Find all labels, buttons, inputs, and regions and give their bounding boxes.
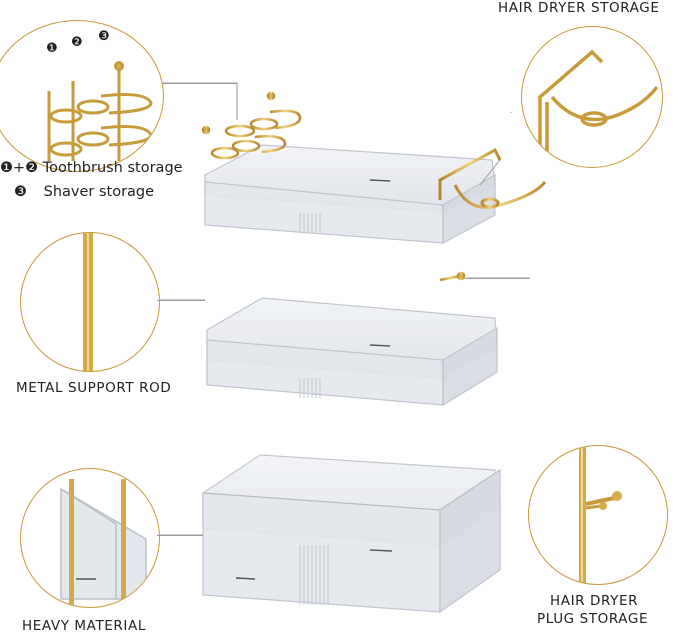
plug-inset-circle: [528, 445, 668, 585]
shaver-prefix: ❸: [14, 184, 27, 200]
inset-marker-3: ❸: [98, 29, 110, 44]
support-rod-inset-circle: [20, 232, 160, 372]
hair-dryer-inset-circle: [521, 26, 663, 168]
toothbrush-holder: [201, 91, 302, 160]
top-tray: [204, 144, 496, 245]
hair-dryer-holder: [438, 147, 547, 209]
shaver-text: Shaver storage: [43, 184, 155, 200]
leader-material: [157, 535, 203, 536]
toothbrush-text: Toothbrush storage: [42, 160, 183, 176]
material-inset-circle: [20, 468, 160, 608]
toothbrush-storage-label: ❶+❷ Toothbrush storage: [0, 160, 183, 176]
bottom-tray: [202, 454, 501, 614]
inset-marker-2: ❷: [71, 35, 83, 50]
middle-tray: [206, 297, 498, 407]
heavy-material-label: HEAVY MATERIAL: [22, 618, 146, 634]
plug-storage-label-line1: HAIR DRYER: [550, 593, 639, 609]
toothbrush-inset-circle: ❶ ❷ ❸: [0, 20, 164, 172]
plug-storage-label-line2: PLUG STORAGE: [537, 611, 649, 627]
leader-plug: [465, 278, 529, 279]
hair-dryer-storage-label: HAIR DRYER STORAGE: [498, 0, 660, 16]
metal-support-rod-label: METAL SUPPORT ROD: [16, 380, 172, 396]
toothbrush-prefix: ❶+❷: [0, 160, 39, 176]
plug-hook: [439, 271, 466, 282]
leader-toothbrush: [162, 83, 237, 84]
inset-marker-1: ❶: [46, 41, 58, 56]
shaver-storage-label: ❸ Shaver storage: [14, 184, 154, 200]
leader-support-rod: [157, 300, 205, 301]
